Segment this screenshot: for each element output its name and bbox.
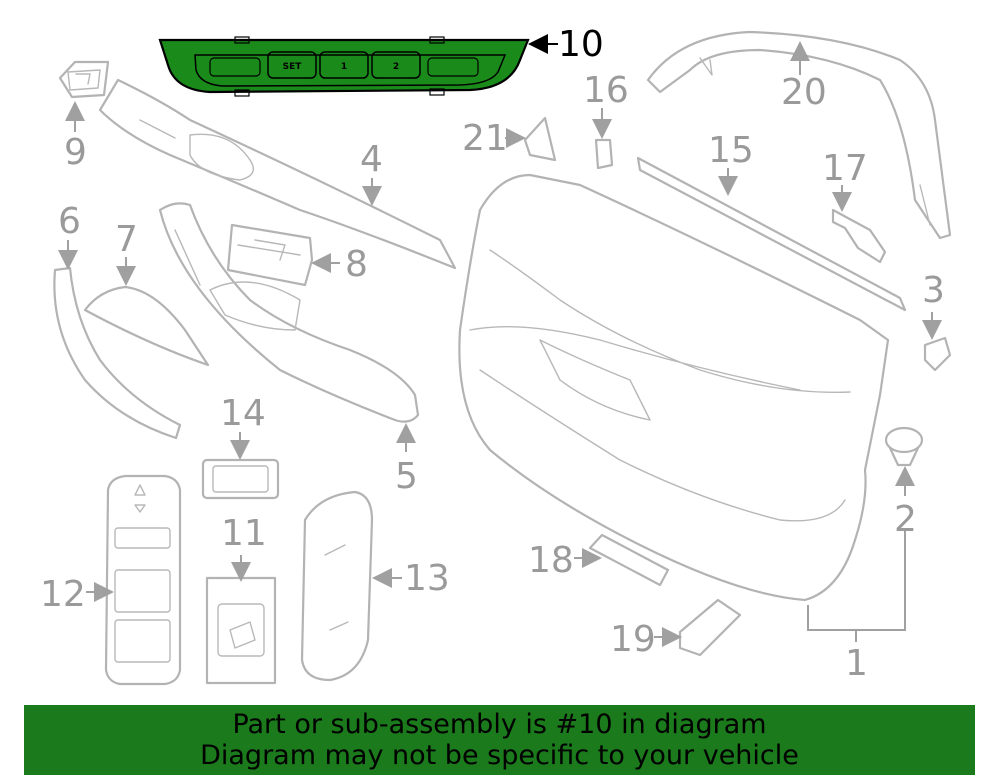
callout-4: 4 [360, 139, 383, 180]
leader-1 [807, 528, 906, 631]
callout-8: 8 [345, 244, 368, 285]
part-1-door-panel [458, 173, 890, 602]
part-12-master-switch [104, 474, 182, 686]
part-9-switch [58, 60, 110, 99]
part-3-clip [923, 336, 952, 372]
part-14-switch-cover [201, 458, 280, 500]
part-11-switch [205, 576, 277, 685]
callout-14: 14 [220, 393, 266, 434]
callout-1: 1 [845, 643, 868, 684]
callout-9: 9 [64, 132, 87, 173]
parts-diagram: SET 1 2 [40, 24, 952, 686]
callout-17: 17 [822, 148, 868, 189]
callout-18: 18 [528, 540, 574, 581]
part-2-fastener [884, 426, 924, 467]
callout-19: 19 [610, 619, 656, 660]
part-17-bracket [831, 208, 887, 264]
banner-line-1: Part or sub-assembly is #10 in diagram [232, 709, 767, 740]
part-13-panel [300, 490, 374, 682]
info-banner: Part or sub-assembly is #10 in diagram D… [24, 705, 975, 775]
part-7-panel [83, 285, 210, 367]
callout-3: 3 [922, 270, 945, 311]
part-5-armrest [158, 202, 420, 423]
callout-11: 11 [221, 513, 267, 554]
part-10-memory-switch[interactable]: SET 1 2 [158, 36, 530, 97]
callout-21: 21 [462, 118, 508, 159]
part-16-clip [594, 138, 614, 170]
set-button-label: SET [283, 62, 303, 72]
callout-2: 2 [894, 499, 917, 540]
part-20-frame-trim [646, 30, 952, 240]
memory-2-button-label: 2 [393, 62, 399, 72]
callout-13: 13 [404, 558, 450, 599]
banner-line-2: Diagram may not be specific to your vehi… [200, 740, 799, 771]
memory-1-button-label: 1 [341, 62, 347, 72]
callout-10: 10 [558, 24, 604, 65]
callout-7: 7 [115, 219, 138, 260]
callout-20: 20 [781, 72, 827, 113]
callout-5: 5 [395, 456, 418, 497]
part-8-window-switch [226, 223, 314, 287]
part-19-connector [678, 598, 742, 657]
part-18-light [588, 533, 670, 587]
part-15-weatherstrip [636, 156, 907, 312]
callout-15: 15 [708, 130, 754, 171]
callout-12: 12 [40, 574, 86, 615]
part-6-pillar-trim [53, 266, 182, 440]
callout-16: 16 [583, 70, 629, 111]
callout-6: 6 [58, 201, 81, 242]
part-21-trim [523, 116, 557, 162]
part-4-trim-strip [98, 78, 457, 270]
